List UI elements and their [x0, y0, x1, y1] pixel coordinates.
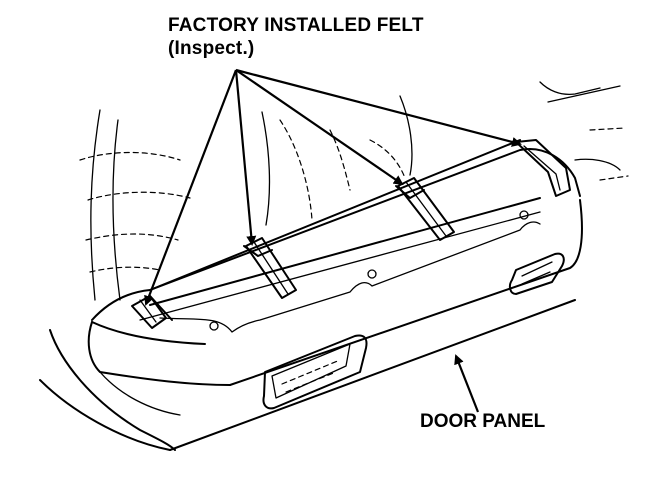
- felt-clip-2: [243, 237, 297, 299]
- door-panel-label: DOOR PANEL: [420, 411, 546, 432]
- arrow-to-felt-3: [235, 69, 404, 186]
- door-trim-rail: [91, 139, 581, 333]
- door-panel-body: [39, 199, 583, 451]
- felt-callout-arrows: [144, 68, 522, 306]
- arrow-to-felt-4: [235, 68, 522, 147]
- felt-clip-1: [131, 295, 173, 329]
- arrow-to-felt-1: [144, 69, 238, 306]
- felt-callout-line2: (Inspect.): [168, 38, 255, 59]
- door-panel-callout: [454, 354, 480, 413]
- arrow-to-felt-2: [234, 69, 257, 246]
- felt-callout-line1: FACTORY INSTALLED FELT: [168, 15, 424, 36]
- arrow-to-door-panel: [454, 354, 480, 413]
- felt-clip-3: [395, 177, 455, 241]
- felt-clip-4: [515, 139, 571, 197]
- interior-contours: [79, 81, 629, 301]
- felt-callout-label: FACTORY INSTALLED FELT (Inspect.): [168, 14, 424, 60]
